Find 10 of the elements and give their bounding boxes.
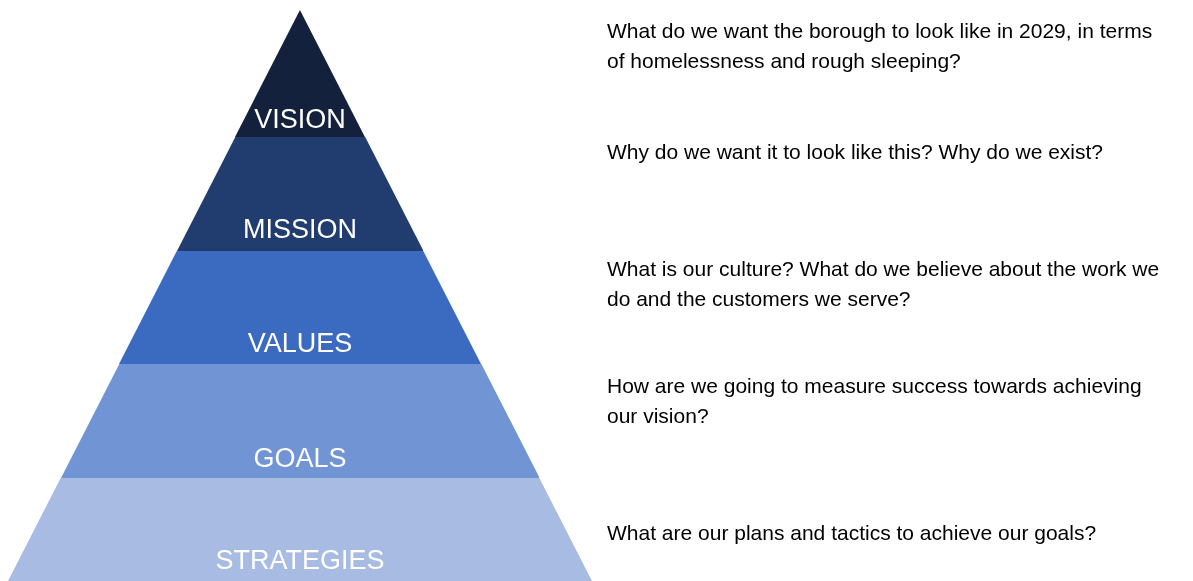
question-text: What is our culture? What do we believe about the work we do and the customers we serve? xyxy=(607,256,1161,312)
question-text: Why do we want it to look like this? Why do we exist? xyxy=(607,139,1105,165)
tier-label: VISION xyxy=(254,104,346,135)
question-text: How are we going to measure success towards achieving our vision? xyxy=(607,373,1143,429)
tier-label: STRATEGIES xyxy=(215,545,385,576)
tier-label: MISSION xyxy=(243,214,357,245)
question-text: What are our plans and tactics to achieve our goals? xyxy=(607,520,1098,546)
question-text: What do we want the borough to look like in 2029, in terms of homelessness and rough sleeping? xyxy=(607,18,1154,74)
tier-label: GOALS xyxy=(253,443,347,474)
tier-label: VALUES xyxy=(247,328,353,359)
